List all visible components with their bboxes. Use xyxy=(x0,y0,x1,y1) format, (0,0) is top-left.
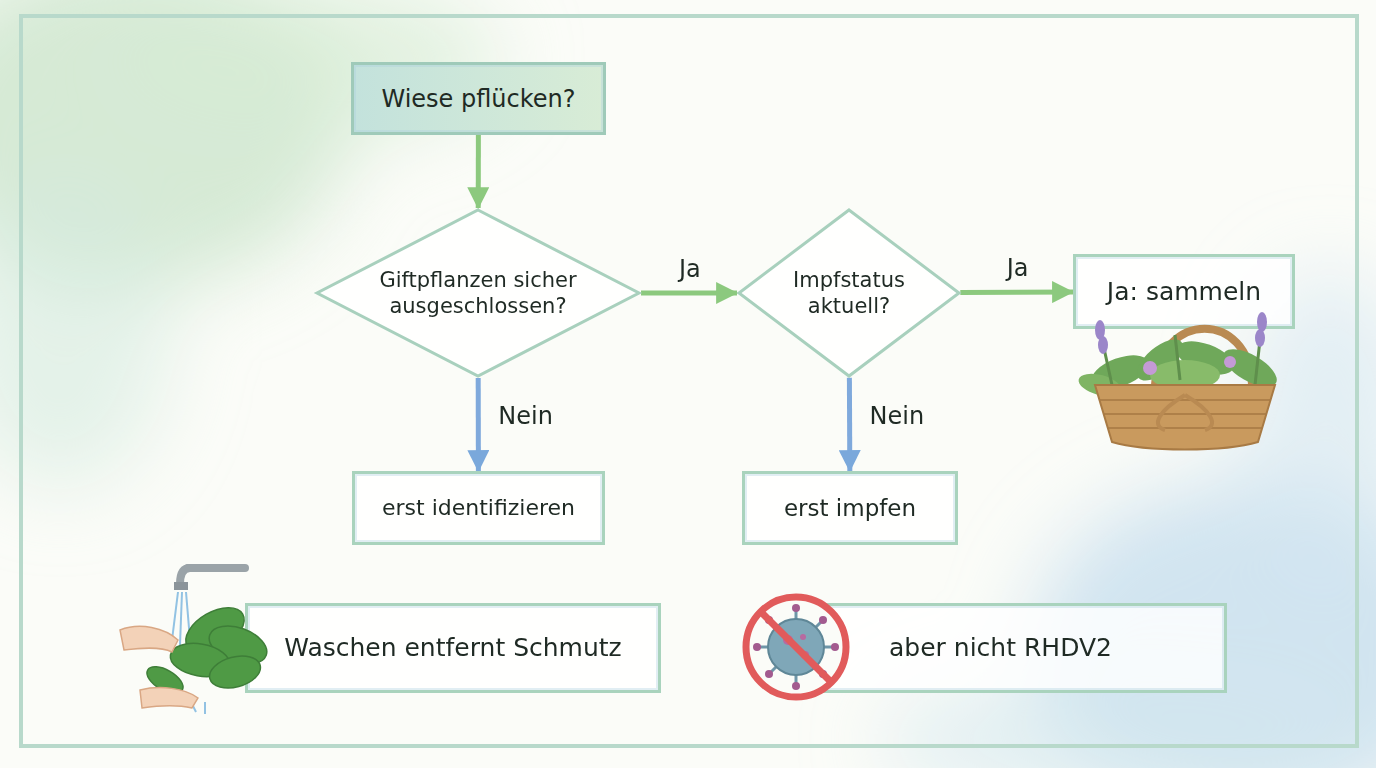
decision-diamond: Impfstatus aktuell? xyxy=(737,208,961,378)
node-text-group: erst identifizieren xyxy=(382,494,575,522)
node-text-group: Giftpflanzen sicher ausgeschlossen? xyxy=(358,267,598,320)
flow-arrow xyxy=(641,291,737,296)
flow-arrow xyxy=(476,378,481,471)
node-text-group: Waschen entfernt Schmutz xyxy=(284,632,621,663)
node-label: Impfstatus aktuell? xyxy=(779,267,919,320)
node-text-group: Ja: sammeln xyxy=(1107,276,1261,307)
node-label: aber nicht RHDV2 xyxy=(889,632,1112,663)
node-text-group: Impfstatus aktuell? xyxy=(779,267,919,320)
node-label: Waschen entfernt Schmutz xyxy=(284,632,621,663)
start-box: Wiese pflücken? xyxy=(351,62,606,135)
node-text-group: erst impfen xyxy=(784,494,916,523)
diamond-outline xyxy=(315,208,641,378)
edge-label: Nein xyxy=(870,402,925,430)
node-label: Giftpflanzen sicher ausgeschlossen? xyxy=(358,267,598,320)
node-label: Ja: sammeln xyxy=(1107,276,1261,307)
edge-label: Ja xyxy=(1007,254,1029,282)
node-text-group: Wiese pflücken? xyxy=(381,84,575,114)
flow-arrow xyxy=(847,378,852,471)
node-label: erst impfen xyxy=(784,494,916,523)
edge-label: Ja xyxy=(679,255,701,283)
flow-arrow xyxy=(476,135,481,208)
herb-basket xyxy=(1076,312,1282,450)
note-box: Waschen entfernt Schmutz xyxy=(245,603,661,693)
action-box: erst impfen xyxy=(742,471,958,545)
diamond-shape xyxy=(317,210,639,376)
note-box: aber nicht RHDV2 xyxy=(822,603,1227,693)
flow-arrow xyxy=(960,289,1073,295)
edge-label: Nein xyxy=(498,402,553,430)
result-box: Ja: sammeln xyxy=(1073,254,1295,329)
frame-border xyxy=(21,16,1357,746)
diamond-outline xyxy=(737,208,961,378)
node-label: Wiese pflücken? xyxy=(381,84,575,114)
action-box: erst identifizieren xyxy=(352,471,605,545)
node-label: erst identifizieren xyxy=(382,494,575,522)
node-text-group: aber nicht RHDV2 xyxy=(889,632,1112,663)
decision-diamond: Giftpflanzen sicher ausgeschlossen? xyxy=(315,208,641,378)
diamond-shape xyxy=(739,210,959,376)
